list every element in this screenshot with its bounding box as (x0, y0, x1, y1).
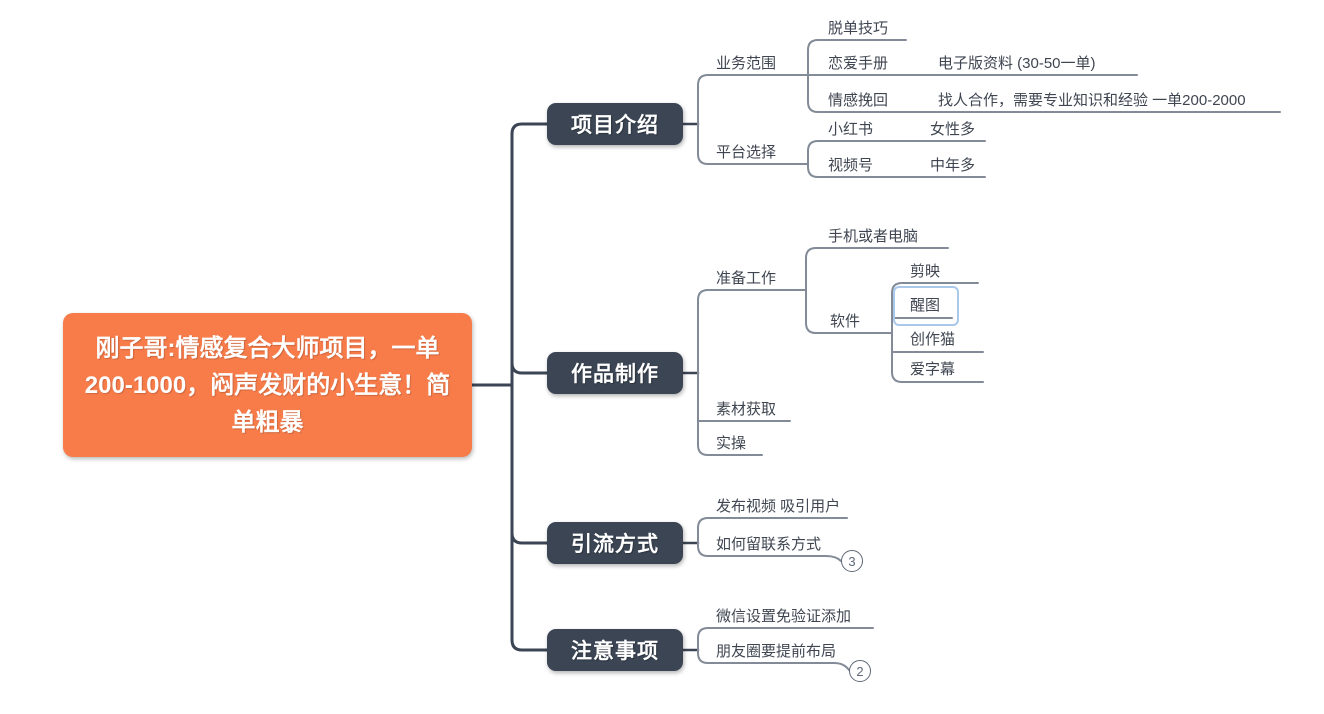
selection-highlight (893, 286, 959, 326)
subtopic-emotion-recovery[interactable]: 情感挽回 (828, 92, 889, 109)
subtopic-aizimu[interactable]: 爱字幕 (910, 361, 956, 378)
subtopic-love-manual[interactable]: 恋爱手册 (828, 55, 889, 72)
subtopic-cooperation-note[interactable]: 找人合作，需要专业知识和经验 一单200-2000 (938, 92, 1246, 109)
collapsed-count-badge-moments[interactable]: 2 (849, 660, 871, 682)
subtopic-preparation[interactable]: 准备工作 (716, 270, 777, 287)
subtopic-leave-contact[interactable]: 如何留联系方式 (716, 536, 822, 553)
subtopic-ebook-material-note[interactable]: 电子版资料 (30-50一单) (938, 55, 1096, 72)
subtopic-xingtu-selected[interactable]: 醒图 (910, 297, 941, 314)
subtopic-middle-aged-note[interactable]: 中年多 (930, 157, 976, 174)
topic-project-intro[interactable]: 项目介绍 (547, 103, 683, 145)
subtopic-wechat-no-verification[interactable]: 微信设置免验证添加 (716, 608, 852, 625)
subtopic-jianying[interactable]: 剪映 (910, 263, 941, 280)
subtopic-platform-choice[interactable]: 平台选择 (716, 144, 777, 161)
subtopic-practice[interactable]: 实操 (716, 435, 747, 452)
subtopic-mostly-female-note[interactable]: 女性多 (930, 121, 976, 138)
collapsed-count-badge-contact[interactable]: 3 (841, 550, 863, 572)
subtopic-dating-skills[interactable]: 脱单技巧 (828, 20, 889, 37)
subtopic-business-scope[interactable]: 业务范围 (716, 55, 777, 72)
subtopic-software[interactable]: 软件 (830, 313, 861, 330)
topic-traffic-method[interactable]: 引流方式 (547, 522, 683, 564)
topic-content-production[interactable]: 作品制作 (547, 352, 683, 394)
subtopic-chuangzuomao[interactable]: 创作猫 (910, 331, 956, 348)
subtopic-video-account[interactable]: 视频号 (828, 157, 874, 174)
root-topic[interactable]: 刚子哥:情感复合大师项目，一单200-1000，闷声发财的小生意！简单粗暴 (63, 313, 472, 457)
subtopic-moments-layout[interactable]: 朋友圈要提前布局 (716, 643, 837, 660)
subtopic-material-acquisition[interactable]: 素材获取 (716, 401, 777, 418)
subtopic-phone-or-computer[interactable]: 手机或者电脑 (828, 228, 919, 245)
subtopic-publish-videos[interactable]: 发布视频 吸引用户 (716, 498, 841, 515)
subtopic-xiaohongshu[interactable]: 小红书 (828, 121, 874, 138)
topic-precautions[interactable]: 注意事项 (547, 629, 683, 671)
